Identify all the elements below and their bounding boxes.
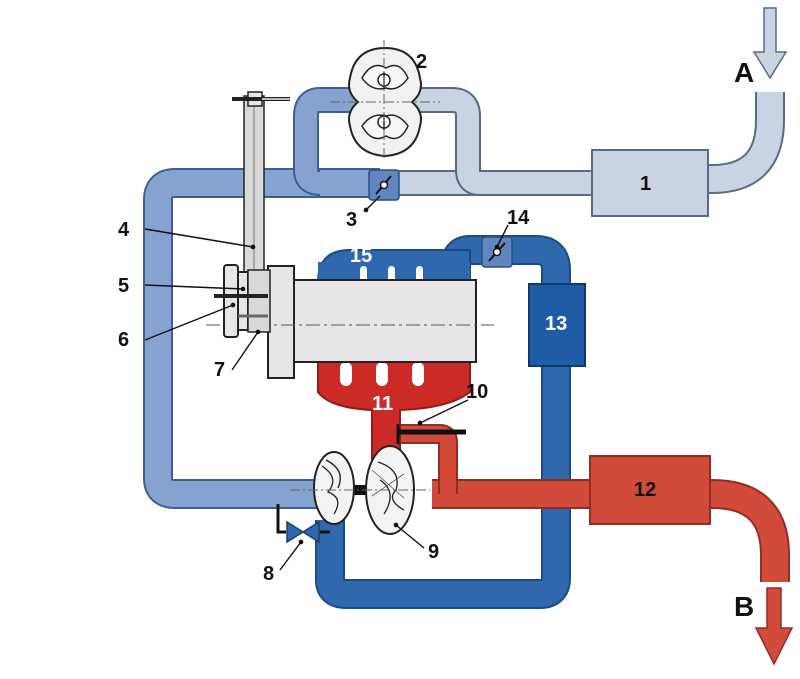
label-14: 14 — [507, 207, 530, 229]
wastegate-10 — [396, 424, 466, 444]
label-inlet-a: A — [734, 57, 754, 88]
bypass-valve-8 — [276, 504, 330, 544]
compressor-right-branch — [380, 87, 482, 196]
intake-inlet-pipe — [688, 92, 785, 194]
label-4: 4 — [118, 219, 130, 241]
muffler-12 — [589, 455, 711, 525]
label-9: 9 — [428, 541, 439, 563]
label-5: 5 — [118, 275, 129, 297]
mechanical-supercharger — [330, 40, 440, 160]
label-6: 6 — [118, 329, 129, 351]
compressor-left-branch — [293, 87, 380, 196]
label-outlet-b: B — [734, 591, 754, 622]
exhaust-pipe-to-outlet — [432, 479, 790, 582]
turbocharger-9 — [290, 445, 430, 535]
label-2: 2 — [416, 51, 427, 73]
label-11: 11 — [372, 393, 393, 415]
label-10: 10 — [466, 381, 488, 403]
outlet-arrow-b — [754, 587, 794, 666]
intercooler-13 — [528, 283, 586, 367]
throttle-valve-14 — [481, 236, 513, 268]
throttle-valve-3 — [368, 169, 400, 201]
label-15: 15 — [350, 245, 372, 267]
engine-block — [206, 265, 494, 379]
label-1: 1 — [640, 173, 651, 195]
intake-pipe-main-loop — [143, 168, 380, 509]
inlet-arrow-a — [752, 7, 788, 80]
air-filter-1 — [591, 149, 709, 217]
leader-lines — [144, 195, 509, 571]
belt-drive — [214, 91, 290, 338]
label-3: 3 — [346, 209, 357, 231]
exhaust-manifold-11 — [317, 361, 471, 461]
label-7: 7 — [214, 359, 225, 381]
label-8: 8 — [263, 563, 274, 585]
label-13: 13 — [545, 313, 567, 335]
label-12: 12 — [634, 479, 656, 501]
